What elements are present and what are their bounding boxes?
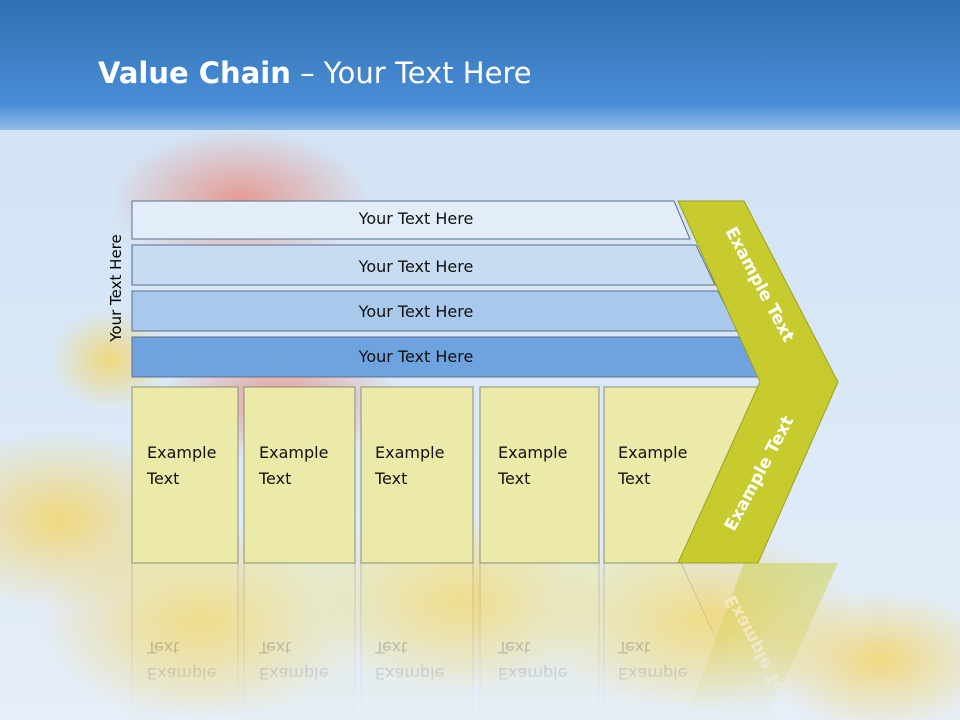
- svg-text:Example: Example: [498, 664, 567, 683]
- primary-label-3b: Text: [374, 469, 407, 488]
- title-rest: – Your Text Here: [290, 56, 532, 90]
- support-label-2: Your Text Here: [358, 257, 474, 276]
- page-title: Value Chain – Your Text Here: [98, 56, 532, 90]
- primary-label-3a: Example: [375, 443, 444, 462]
- primary-label-5b: Text: [617, 469, 650, 488]
- support-bar-2[interactable]: [131, 244, 716, 286]
- header-band: [0, 0, 960, 130]
- primary-box-4[interactable]: [479, 386, 600, 564]
- svg-text:Example: Example: [259, 664, 328, 683]
- primary-label-5a: Example: [618, 443, 687, 462]
- primary-label-2b: Text: [258, 469, 291, 488]
- svg-text:Example: Example: [147, 664, 216, 683]
- primary-label-4b: Text: [497, 469, 530, 488]
- svg-text:Example: Example: [618, 664, 687, 683]
- primary-label-2a: Example: [259, 443, 328, 462]
- support-bar-1[interactable]: [131, 200, 691, 240]
- svg-text:Text: Text: [146, 638, 179, 657]
- primary-label-4a: Example: [498, 443, 567, 462]
- svg-text:Text: Text: [374, 638, 407, 657]
- svg-text:Text: Text: [617, 638, 650, 657]
- svg-text:Example: Example: [375, 664, 444, 683]
- primary-box-1[interactable]: [131, 386, 239, 564]
- support-label-3: Your Text Here: [358, 302, 474, 321]
- primary-label-1b: Text: [146, 469, 179, 488]
- primary-box-2[interactable]: [243, 386, 356, 564]
- primary-box-3[interactable]: [360, 386, 474, 564]
- support-label-4: Your Text Here: [358, 347, 474, 366]
- svg-text:Text: Text: [497, 638, 530, 657]
- title-bold: Value Chain: [98, 56, 291, 90]
- svg-text:Text: Text: [258, 638, 291, 657]
- primary-label-1a: Example: [147, 443, 216, 462]
- support-label-1: Your Text Here: [358, 209, 474, 228]
- diagram-reflection: Example Text Example Text Example Text E…: [131, 562, 838, 720]
